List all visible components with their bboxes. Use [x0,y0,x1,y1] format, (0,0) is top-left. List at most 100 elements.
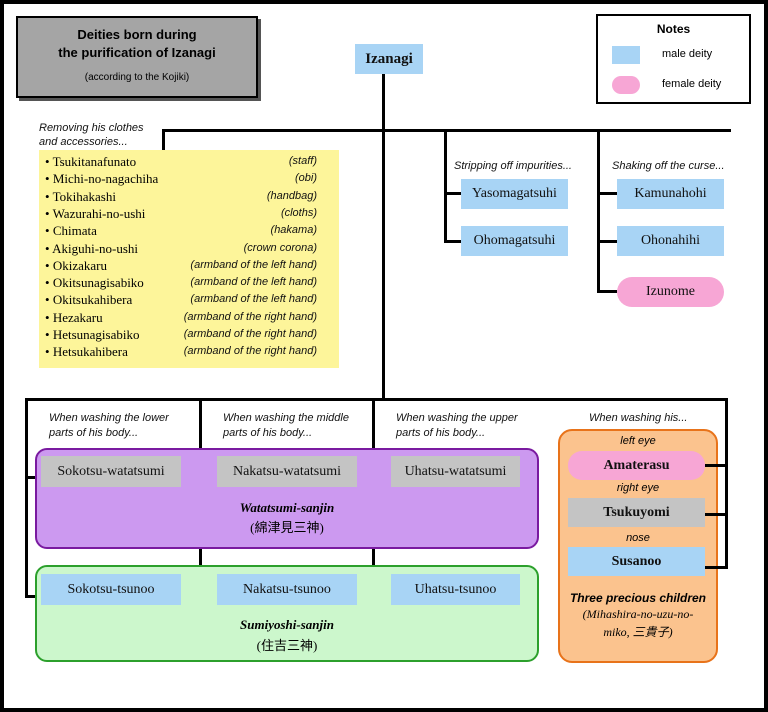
bullet-icon: • [45,275,53,291]
right-eye-label: right eye [616,482,660,494]
precious-title: Three precious children [569,591,707,605]
bullet-icon: • [45,309,53,325]
clothes-deity-name: Okitsunagisabiko [52,275,144,291]
clothes-deity-row: • Tokihakashi(handbag) [39,189,339,206]
clothes-deity-row: • Tsukitanafunato (staff) [39,154,339,171]
watatsumi-name: Watatsumi-sanjin [239,500,335,515]
clothes-deity-entry: • Hezakaru [45,310,103,326]
susanoo-tick [705,566,728,569]
clothes-item-label: (armband of the right hand) [183,310,317,323]
bullet-icon: • [45,188,53,204]
clothes-item-label: (armband of the left hand) [190,293,317,306]
notes-title: Notes [656,22,691,36]
bullet-icon: • [45,223,53,239]
diagram-canvas: Deities born during the purification of … [4,4,764,708]
impurities-drop-line [444,129,447,242]
bullet-icon: • [45,154,53,169]
lower-tick-s [25,595,43,598]
clothes-deity-name: Hetsukahibera [52,344,128,360]
curse-tick-1 [597,192,617,195]
tsukuyomi-node: Tsukuyomi [568,498,705,527]
lower-caption-2: parts of his body... [49,427,139,439]
clothes-item-label: (cloths) [280,206,317,219]
clothes-deity-row: • Hetsukahibera (armband of the right han… [39,344,339,361]
bullet-icon: • [45,292,53,308]
clothes-deity-name: Akiguhi-no-ushi [52,240,139,256]
upper-caption-2: parts of his body... [396,427,486,439]
bullet-icon: • [45,240,53,256]
curse-caption: Shaking off the curse... [612,160,725,172]
title-line-1: Deities born during [77,27,197,42]
precious-drop-line [725,398,728,569]
clothes-deity-entry: • Wazurahi-no-ushi [45,206,145,222]
clothes-deity-name: Okitsukahibera [52,292,133,308]
yasomagatsuhi-node: Yasomagatsuhi [461,179,568,209]
izunome-node: Izunome [617,277,724,307]
clothes-deity-entry: • Michi-no-nagachiha [45,171,158,187]
clothes-deity-entry: • Tokihakashi [45,189,116,205]
male-label: male deity [662,48,713,60]
clothes-deity-name: Hezakaru [52,309,103,325]
left-eye-label: left eye [620,435,656,447]
impurities-caption: Stripping off impurities... [454,160,572,172]
clothes-deity-row: • Wazurahi-no-ushi (cloths) [39,206,339,223]
izanagi-node: Izanagi [355,44,423,74]
middle-caption-1: When washing the middle [223,412,349,424]
kamunahohi-node: Kamunahohi [617,179,724,209]
trunk-line [382,74,385,401]
sumiyoshi-kanji: (住吉三神) [256,638,318,653]
clothes-deity-name: Chimata [52,223,97,239]
clothes-caption-2: and accessories... [39,136,128,148]
amaterasu-node: Amaterasu [568,451,705,480]
nakatsu-tsunoo-node: Nakatsu-tsunoo [217,574,357,605]
his-caption: When washing his... [589,412,688,424]
clothes-deity-name: Hetsunagisabiko [52,327,140,342]
clothes-item-label: (hakama) [270,224,317,237]
lower-drop-line [25,398,28,598]
female-swatch [612,76,640,94]
clothes-deity-name: Tsukitanafunato [52,154,137,169]
clothes-deity-name: Okizakaru [52,257,107,273]
sokotsu-watatsumi-node: Sokotsu-watatsumi [41,456,181,487]
clothes-deity-entry: • Hetsukahibera [45,344,128,360]
clothes-deity-row: • Michi-no-nagachiha (obi) [39,171,339,188]
clothes-deity-row: • Okitsukahibera (armband of the left han… [39,292,339,309]
clothes-deity-entry: • Hetsunagisabiko [45,327,139,343]
clothes-item-label: (armband of the right hand) [183,328,317,340]
clothes-item-label: (armband of the right hand) [183,345,317,358]
clothes-deity-entry: • Okizakaru [45,258,107,274]
clothes-deity-row: • Okizakaru (armband of the left hand) [39,258,339,275]
clothes-item-label: (armband of the left hand) [190,258,317,271]
title-box: Deities born during the purification of … [16,16,258,98]
title-subtitle: (according to the Kojiki) [84,72,190,83]
clothes-deity-entry: • Akiguhi-no-ushi [45,241,138,257]
lower-tick-w [25,476,41,479]
clothes-deity-entry: • Tsukitanafunato [45,154,136,170]
clothes-deity-row: • Hetsunagisabiko (armband of the right h… [39,327,339,344]
bullet-icon: • [45,344,53,360]
female-label: female deity [662,78,722,90]
bullet-icon: • [45,327,53,342]
clothes-caption-1: Removing his clothes [39,122,144,134]
clothes-item-label: (crown corona) [243,241,317,254]
tsukuyomi-tick [705,513,728,516]
curse-drop-line [597,129,600,293]
bullet-icon: • [45,257,53,273]
clothes-deity-entry: • Chimata [45,223,97,239]
precious-sub-1: (Mihashira-no-uzu-no- [582,607,694,621]
uhatsu-watatsumi-node: Uhatsu-watatsumi [391,456,520,487]
uhatsu-tsunoo-node: Uhatsu-tsunoo [391,574,520,605]
lower-caption-1: When washing the lower [49,412,169,424]
title-line-2: the purification of Izanagi [58,45,216,60]
sumiyoshi-name: Sumiyoshi-sanjin [240,617,334,632]
notes-legend: Notes male deity female deity [596,14,751,104]
watatsumi-kanji: (綿津見三神) [250,520,324,535]
upper-caption-1: When washing the upper [396,412,518,424]
curse-tick-3 [597,290,617,293]
clothes-item-label: (staff) [288,155,317,167]
clothes-item-label: (obi) [294,172,317,185]
clothes-deity-entry: • Okitsukahibera [45,292,132,308]
nakatsu-watatsumi-node: Nakatsu-watatsumi [217,456,357,487]
bullet-icon: • [45,171,53,187]
ohomagatsuhi-node: Ohomagatsuhi [461,226,568,256]
